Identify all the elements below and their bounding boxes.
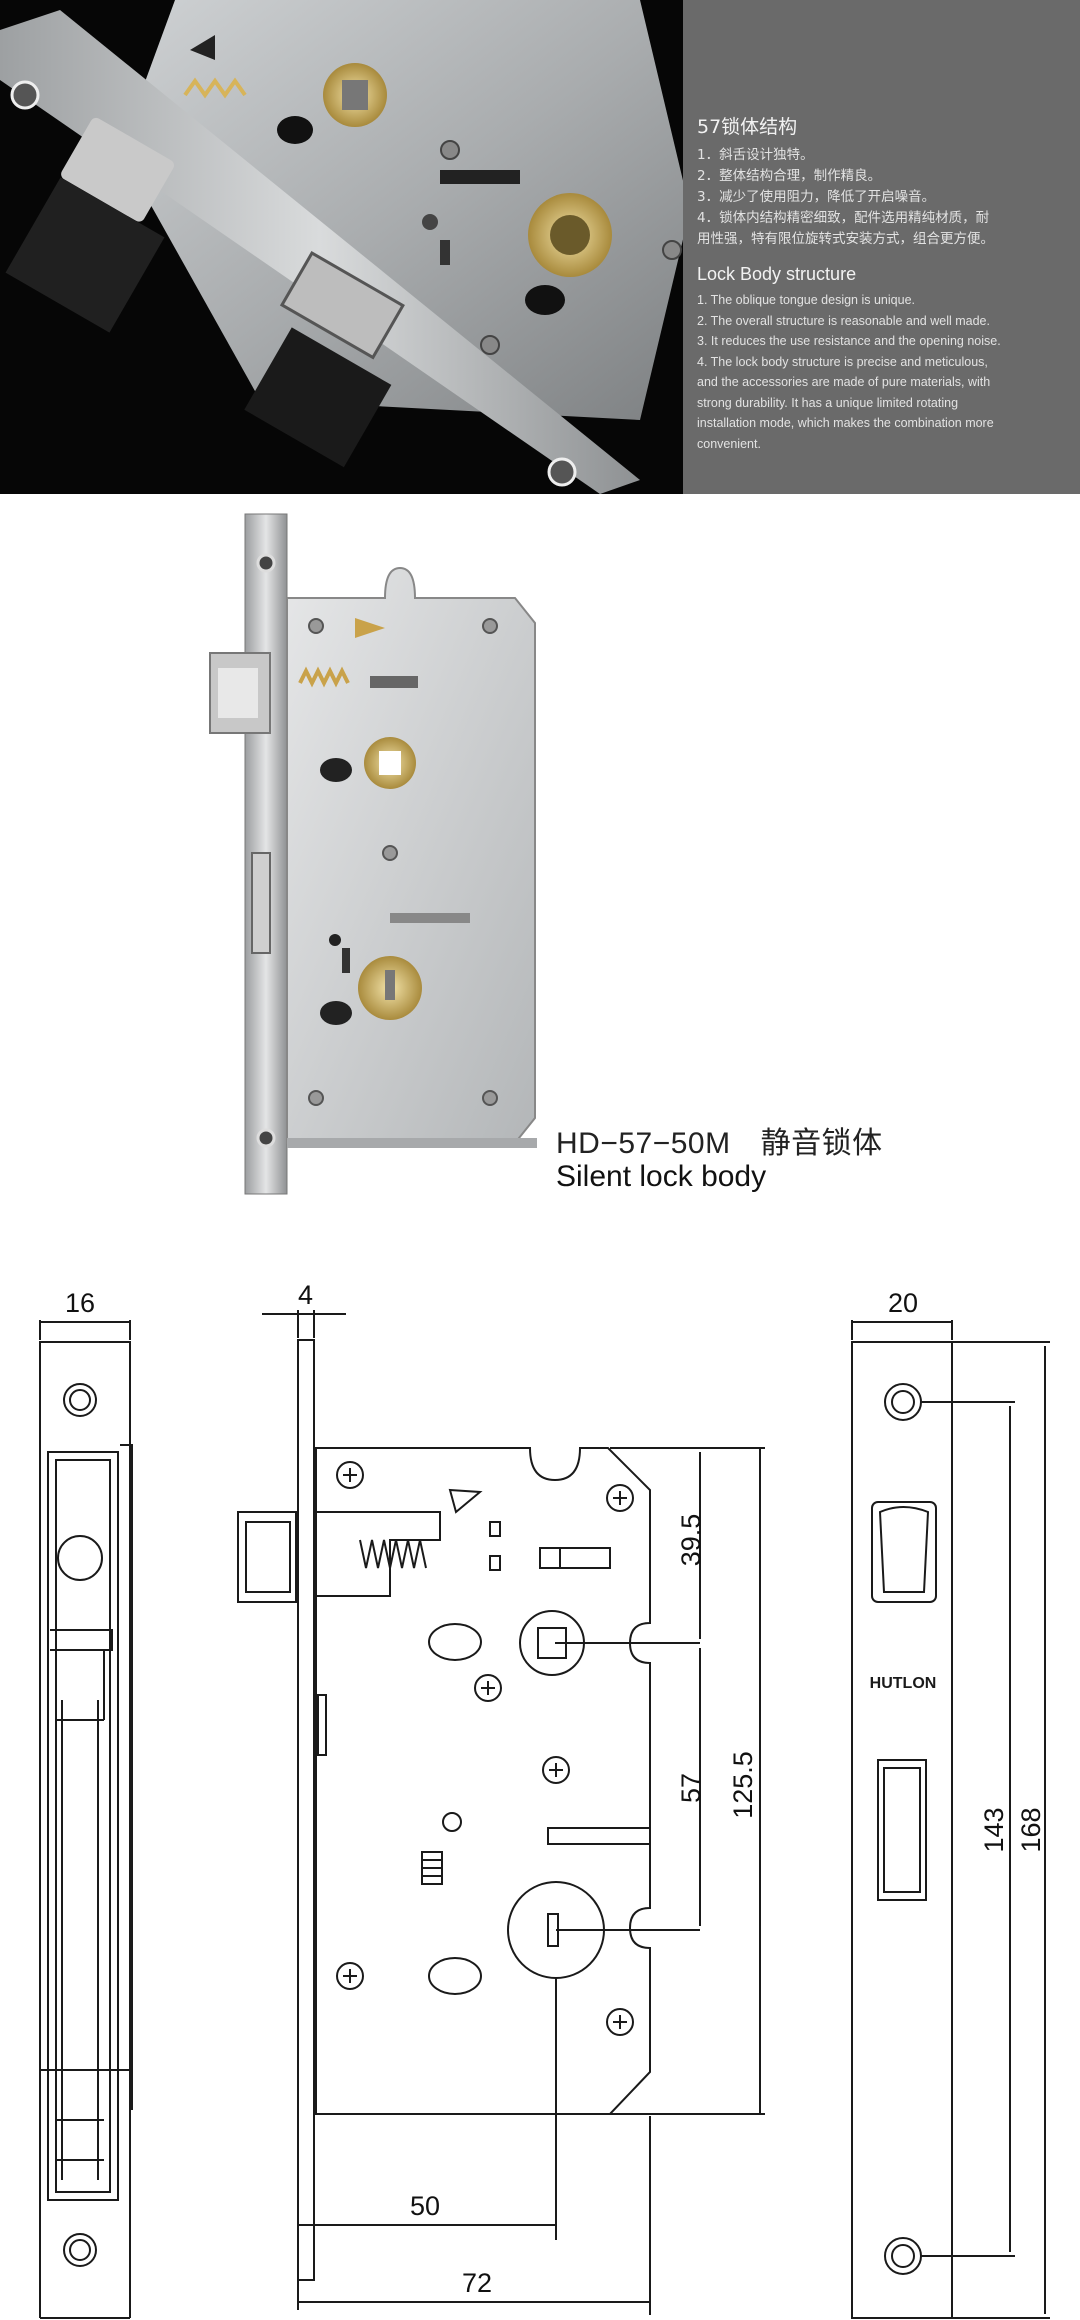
dim-hole-spacing: 143 <box>979 1807 1009 1852</box>
dim-top-offset: 39.5 <box>676 1514 706 1567</box>
spec-item-zh: 用性强，特有限位旋转式安装方式，组合更方便。 <box>697 231 994 247</box>
product-subtitle: Silent lock body <box>556 1160 767 1193</box>
spec-item-en: 4. The lock body structure is precise an… <box>697 354 988 369</box>
faceplate-view: 20 HUTLON 143 168 <box>851 1288 1050 2319</box>
spec-item-en: strong durability. It has a unique limit… <box>697 395 959 410</box>
spec-item-zh: 3．减少了使用阻力，降低了开启噪音。 <box>697 189 936 205</box>
dim-faceplate-width: 20 <box>888 1288 918 1318</box>
hero-banner: 57锁体结构 1．斜舌设计独特。 2．整体结构合理，制作精良。 3．减少了使用阻… <box>0 0 1080 494</box>
spec-item-zh: 2．整体结构合理，制作精良。 <box>697 168 882 184</box>
spec-item-en: 3. It reduces the use resistance and the… <box>697 334 1001 348</box>
spec-item-en: installation mode, which makes the combi… <box>697 416 994 430</box>
model-code: HD−57−50M <box>556 1127 731 1160</box>
spec-item-zh: 1．斜舌设计独特。 <box>697 147 814 163</box>
technical-drawing: 16 4 <box>39 1280 1050 2319</box>
side-view: 16 <box>39 1288 133 2267</box>
model-name-cn: 静音锁体 <box>760 1126 883 1161</box>
brand-label: HUTLON <box>870 1675 937 1692</box>
dim-case-height: 125.5 <box>728 1751 758 1819</box>
spec-panel: 57锁体结构 1．斜舌设计独特。 2．整体结构合理，制作精良。 3．减少了使用阻… <box>683 0 1080 494</box>
dim-plate-thickness: 4 <box>298 1280 313 1310</box>
dim-center-distance: 57 <box>676 1773 706 1803</box>
dim-backset: 50 <box>410 2191 440 2221</box>
spec-item-zh: 4．锁体内结构精密细致，配件选用精纯材质，耐 <box>697 210 990 226</box>
dim-side-width: 16 <box>65 1288 95 1318</box>
front-view: 4 <box>237 1280 700 2281</box>
spec-title-zh: 57锁体结构 <box>697 116 798 138</box>
front-dimensions: 39.5 57 125.5 50 72 <box>297 1447 765 2315</box>
spec-item-en: and the accessories are made of pure mat… <box>697 375 991 389</box>
spec-item-en: convenient. <box>697 436 761 451</box>
screw-icon <box>336 1461 634 2036</box>
spec-item-en: 1. The oblique tongue design is unique. <box>697 293 915 307</box>
model-number: HD−57−50M 静音锁体 <box>556 1118 883 1162</box>
spec-item-en: 2. The overall structure is reasonable a… <box>697 313 990 328</box>
lock-body-product-photo <box>209 513 537 1195</box>
dim-faceplate-height: 168 <box>1016 1807 1046 1852</box>
spec-title-en: Lock Body structure <box>697 264 857 284</box>
lock-body-closeup-photo <box>0 0 690 494</box>
dim-case-width: 72 <box>462 2268 492 2298</box>
